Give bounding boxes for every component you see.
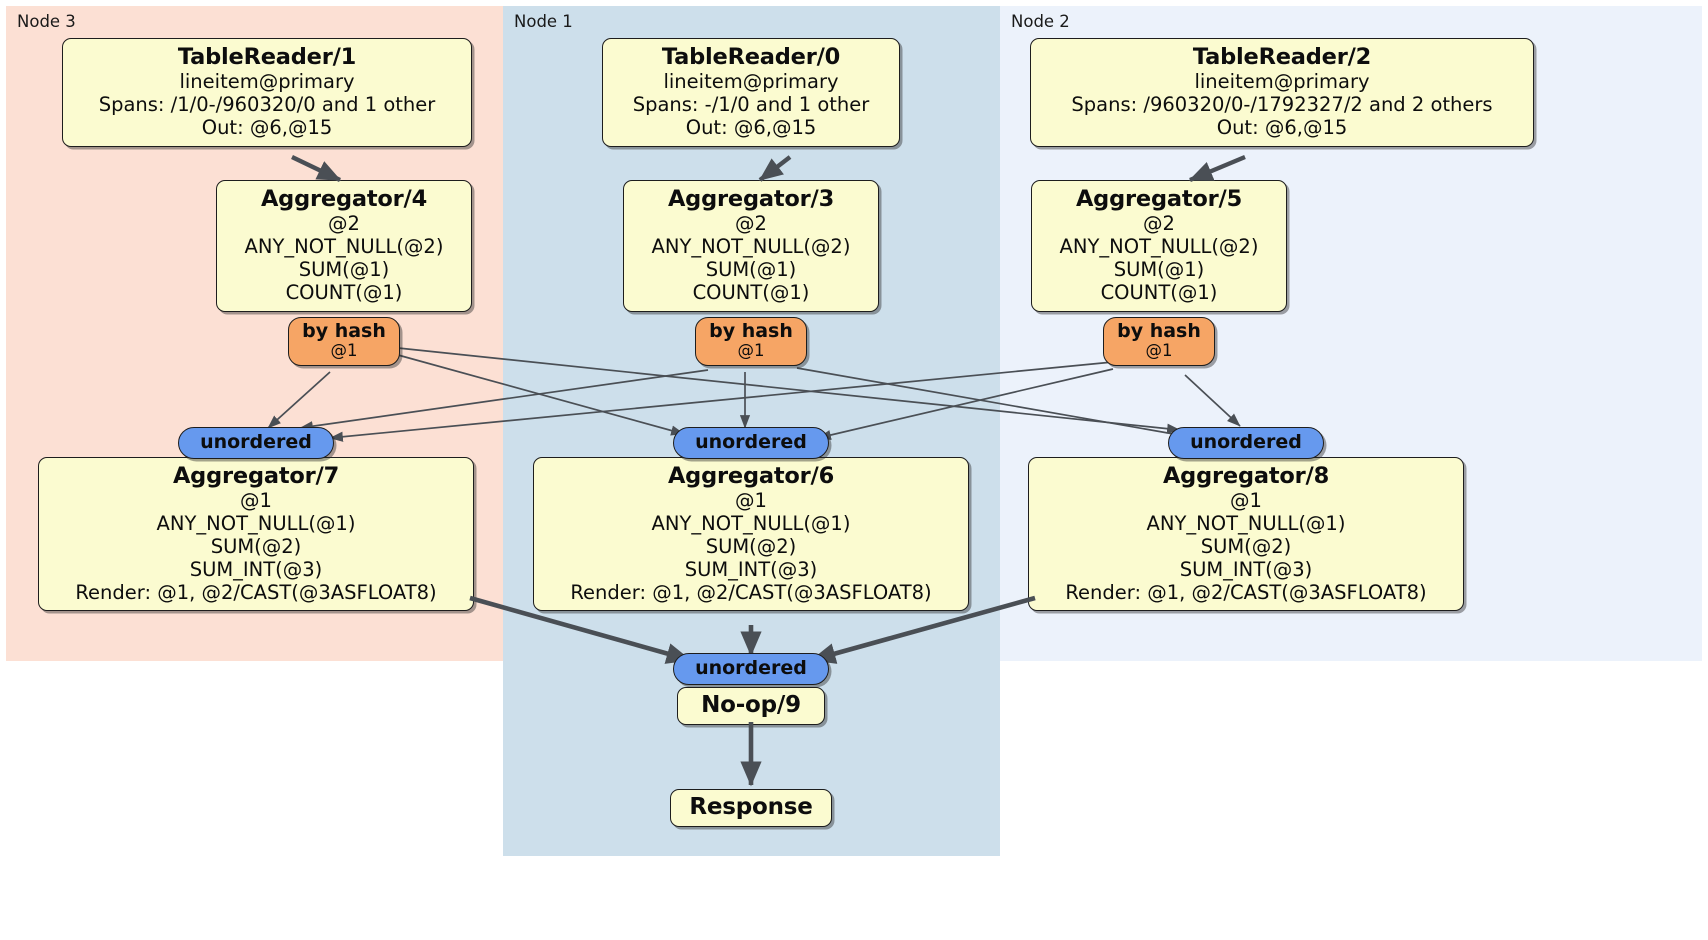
synchronizer-unordered-left[interactable]: unordered [178, 427, 334, 460]
processor-line: SUM_INT(@3) [1179, 557, 1313, 581]
router-subtitle: @1 [1145, 341, 1173, 361]
processor-title: Aggregator/6 [667, 463, 835, 489]
processor-line: lineitem@primary [1194, 70, 1370, 94]
processor-line: Out: @6,@15 [685, 115, 817, 139]
processor-aggregator-4[interactable]: Aggregator/4 @2 ANY_NOT_NULL(@2) SUM(@1)… [216, 180, 472, 312]
processor-line: @1 [735, 489, 767, 513]
processor-line: ANY_NOT_NULL(@1) [651, 512, 851, 536]
router-by-hash-center[interactable]: by hash @1 [695, 317, 807, 366]
processor-aggregator-3[interactable]: Aggregator/3 @2 ANY_NOT_NULL(@2) SUM(@1)… [623, 180, 879, 312]
processor-response[interactable]: Response [670, 789, 832, 827]
processor-aggregator-7[interactable]: Aggregator/7 @1 ANY_NOT_NULL(@1) SUM(@2)… [38, 457, 474, 612]
processor-tablereader-0[interactable]: TableReader/0 lineitem@primary Spans: -/… [602, 38, 900, 147]
processor-line: Spans: /960320/0-/1792327/2 and 2 others [1071, 93, 1493, 117]
router-subtitle: @1 [330, 341, 358, 361]
processor-line: Spans: /1/0-/960320/0 and 1 other [98, 93, 436, 117]
processor-line: lineitem@primary [179, 70, 355, 94]
processor-line: Render: @1, @2/CAST(@3ASFLOAT8) [1065, 580, 1427, 604]
router-subtitle: @1 [737, 341, 765, 361]
node-panel-label-node1: Node 1 [514, 12, 573, 31]
processor-line: COUNT(@1) [1100, 280, 1218, 304]
processor-line: COUNT(@1) [692, 280, 810, 304]
processor-title: No-op/9 [701, 692, 801, 718]
processor-title: Aggregator/5 [1075, 186, 1243, 212]
processor-line: @2 [328, 212, 360, 236]
node-panel-label-node3: Node 3 [17, 12, 76, 31]
processor-line: SUM_INT(@3) [189, 557, 323, 581]
processor-title: Aggregator/7 [172, 463, 340, 489]
router-title: by hash [1117, 320, 1201, 342]
router-title: by hash [302, 320, 386, 342]
processor-line: Out: @6,@15 [1216, 115, 1348, 139]
processor-title: TableReader/1 [177, 44, 357, 70]
processor-aggregator-6[interactable]: Aggregator/6 @1 ANY_NOT_NULL(@1) SUM(@2)… [533, 457, 969, 612]
router-title: by hash [709, 320, 793, 342]
synchronizer-unordered-center[interactable]: unordered [673, 427, 829, 460]
processor-line: @1 [240, 489, 272, 513]
processor-line: SUM(@1) [1113, 257, 1205, 281]
router-by-hash-left[interactable]: by hash @1 [288, 317, 400, 366]
synchronizer-unordered-final[interactable]: unordered [673, 653, 829, 686]
processor-line: Spans: -/1/0 and 1 other [632, 93, 870, 117]
node-panel-label-node2: Node 2 [1011, 12, 1070, 31]
processor-line: SUM(@1) [705, 257, 797, 281]
processor-line: SUM(@2) [210, 534, 302, 558]
processor-line: @2 [1143, 212, 1175, 236]
processor-title: TableReader/2 [1192, 44, 1372, 70]
processor-line: @2 [735, 212, 767, 236]
processor-aggregator-5[interactable]: Aggregator/5 @2 ANY_NOT_NULL(@2) SUM(@1)… [1031, 180, 1287, 312]
processor-line: COUNT(@1) [285, 280, 403, 304]
processor-line: SUM_INT(@3) [684, 557, 818, 581]
processor-line: lineitem@primary [663, 70, 839, 94]
processor-tablereader-2[interactable]: TableReader/2 lineitem@primary Spans: /9… [1030, 38, 1534, 147]
processor-tablereader-1[interactable]: TableReader/1 lineitem@primary Spans: /1… [62, 38, 472, 147]
processor-line: SUM(@2) [705, 534, 797, 558]
processor-line: ANY_NOT_NULL(@2) [244, 235, 444, 259]
processor-title: Response [689, 794, 813, 820]
processor-line: ANY_NOT_NULL(@1) [156, 512, 356, 536]
processor-aggregator-8[interactable]: Aggregator/8 @1 ANY_NOT_NULL(@1) SUM(@2)… [1028, 457, 1464, 612]
processor-title: Aggregator/3 [667, 186, 835, 212]
processor-line: ANY_NOT_NULL(@2) [1059, 235, 1259, 259]
processor-line: @1 [1230, 489, 1262, 513]
processor-line: Render: @1, @2/CAST(@3ASFLOAT8) [75, 580, 437, 604]
synchronizer-unordered-right[interactable]: unordered [1168, 427, 1324, 460]
processor-line: Out: @6,@15 [201, 115, 333, 139]
processor-no-op-9[interactable]: No-op/9 [677, 687, 825, 725]
processor-title: TableReader/0 [661, 44, 841, 70]
router-by-hash-right[interactable]: by hash @1 [1103, 317, 1215, 366]
processor-title: Aggregator/4 [260, 186, 428, 212]
processor-line: SUM(@1) [298, 257, 390, 281]
processor-line: SUM(@2) [1200, 534, 1292, 558]
processor-line: Render: @1, @2/CAST(@3ASFLOAT8) [570, 580, 932, 604]
processor-title: Aggregator/8 [1162, 463, 1330, 489]
processor-line: ANY_NOT_NULL(@1) [1146, 512, 1346, 536]
processor-line: ANY_NOT_NULL(@2) [651, 235, 851, 259]
